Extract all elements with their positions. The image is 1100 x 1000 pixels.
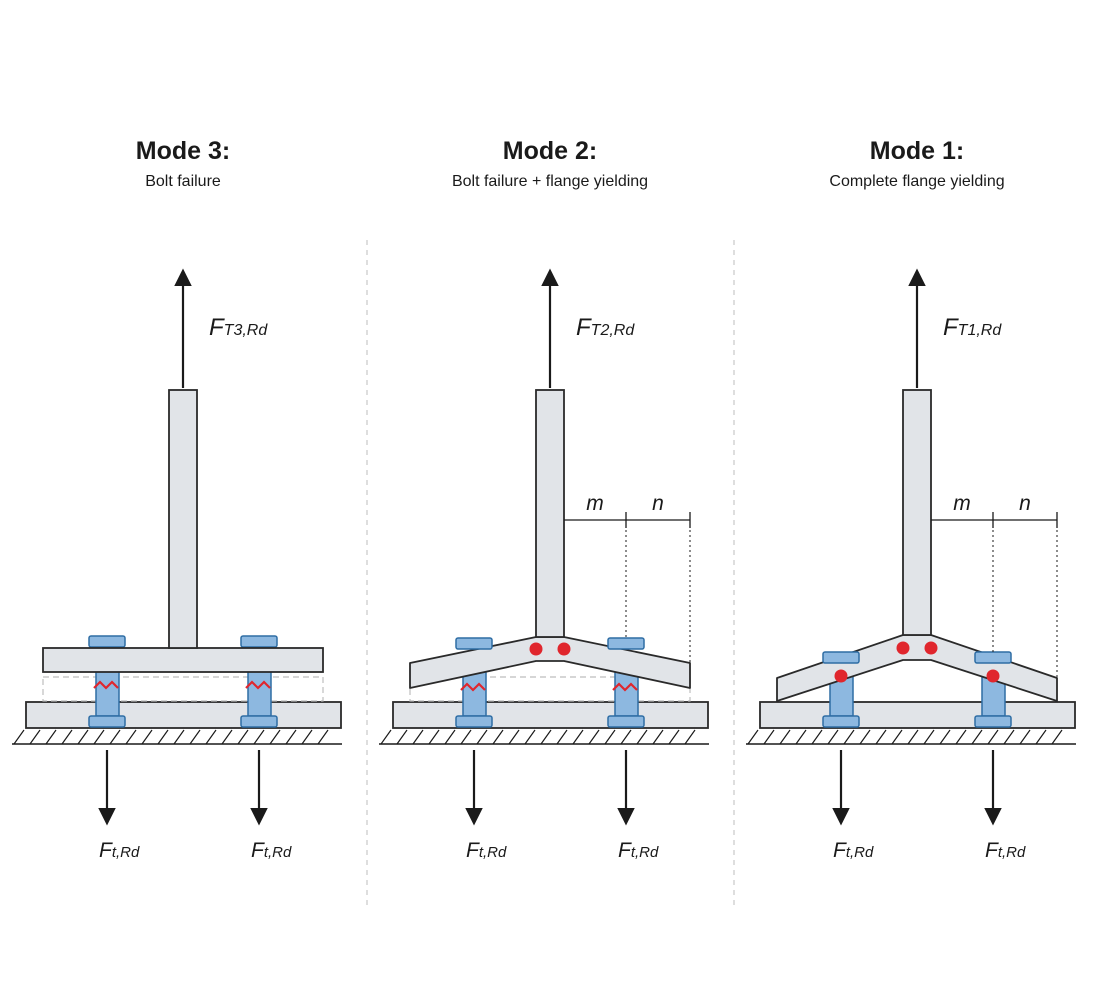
mode-subtitle: Bolt failure + flange yielding — [451, 173, 649, 190]
dimension-label-n: n — [1019, 492, 1031, 515]
bolt-head — [974, 651, 1012, 664]
ground-hatching — [12, 729, 342, 745]
panel-heading-mode-3: Mode 3: Bolt failure — [13, 134, 353, 196]
base-plate — [759, 701, 1076, 729]
force-label-main: FT1,Rd — [943, 314, 1002, 341]
web-plate — [902, 389, 932, 636]
bolt-left — [822, 674, 860, 728]
plastic-hinge — [529, 642, 543, 656]
dimension-label-m: m — [586, 492, 604, 515]
ground-hatching — [379, 729, 709, 745]
plastic-hinge — [557, 642, 571, 656]
panel-mode-2: m n FT2,Rd Ft,Rd Ft,Rd — [379, 268, 709, 862]
web-plate — [168, 389, 198, 649]
plastic-hinge — [834, 669, 848, 683]
panel-mode-3: FT3,Rd Ft,Rd Ft,Rd — [12, 268, 342, 862]
panel-heading-mode-1: Mode 1: Complete flange yielding — [747, 134, 1087, 196]
deformed-flange — [409, 636, 691, 689]
mode-subtitle: Complete flange yielding — [829, 173, 1005, 190]
bolt-head — [822, 651, 860, 664]
base-plate — [392, 701, 709, 729]
flange-plate — [42, 647, 324, 673]
bolt-left — [88, 635, 126, 728]
plastic-hinge — [986, 669, 1000, 683]
mode-title: Mode 3: — [135, 137, 231, 165]
undeformed-flange-outline — [409, 676, 691, 702]
bolt-right — [974, 674, 1012, 728]
bolt-force-label: Ft,Rd — [985, 839, 1026, 862]
plastic-hinge — [896, 641, 910, 655]
plastic-hinge — [924, 641, 938, 655]
panel-mode-1: m n FT1,Rd Ft,Rd Ft,Rd — [746, 268, 1076, 862]
bolt-force-label: Ft,Rd — [99, 839, 140, 862]
bolt-right — [240, 635, 278, 728]
base-plate — [25, 701, 342, 729]
force-label-main: FT2,Rd — [576, 314, 635, 341]
mode-subtitle: Bolt failure — [145, 173, 221, 190]
bolt-force-label: Ft,Rd — [618, 839, 659, 862]
bolt-head — [607, 637, 645, 650]
force-label-main: FT3,Rd — [209, 314, 268, 341]
ground-hatching — [746, 729, 1076, 745]
mode-title: Mode 1: — [869, 137, 965, 165]
bolt-fracture-mark — [93, 680, 119, 690]
bolt-fracture-mark — [460, 682, 486, 692]
bolt-force-label: Ft,Rd — [833, 839, 874, 862]
dimension-label-n: n — [652, 492, 664, 515]
dimension-label-m: m — [953, 492, 971, 515]
bolt-fracture-mark — [245, 680, 271, 690]
deformed-flange — [776, 634, 1058, 702]
bolt-force-label: Ft,Rd — [251, 839, 292, 862]
panel-heading-mode-2: Mode 2: Bolt failure + flange yielding — [380, 134, 720, 196]
bolt-head — [455, 637, 493, 650]
mode-title: Mode 2: — [502, 137, 598, 165]
bolt-force-label: Ft,Rd — [466, 839, 507, 862]
web-plate — [535, 389, 565, 638]
undeformed-flange-outline — [42, 676, 324, 702]
bolt-fracture-mark — [612, 682, 638, 692]
